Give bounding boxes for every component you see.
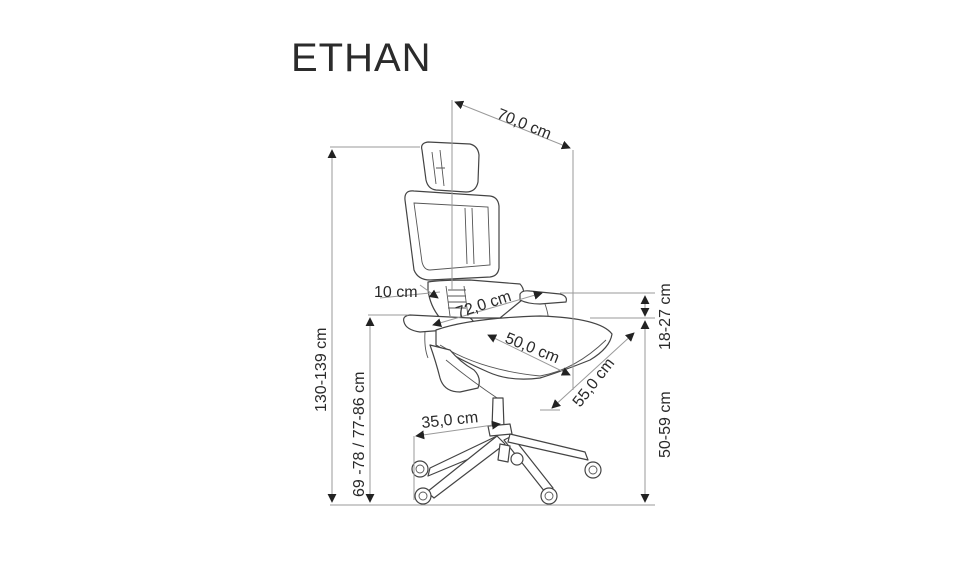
label-total-height: 130-139 cm [313, 328, 330, 413]
dimension-lines [327, 100, 655, 506]
label-armrest-height: 69 -78 / 77-86 cm [351, 372, 368, 497]
label-base-radius: 35,0 cm [421, 409, 479, 432]
label-armrest-above-seat: 18-27 cm [657, 283, 674, 350]
label-lumbar: 10 cm [374, 284, 418, 301]
label-depth-total: 70,0 cm [495, 106, 554, 143]
product-title: ETHAN [291, 36, 432, 80]
caster-wheels [411, 452, 602, 505]
label-seat-height: 50-59 cm [657, 391, 674, 458]
chair-illustration [403, 141, 613, 505]
